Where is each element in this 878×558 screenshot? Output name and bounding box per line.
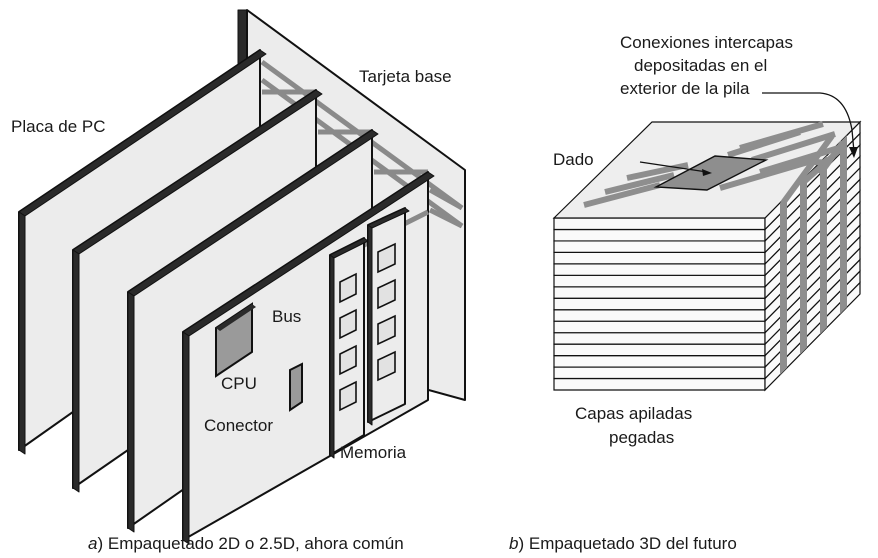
layer-front-face	[553, 332, 766, 345]
connector-chip	[289, 362, 303, 412]
layer-front-face	[553, 263, 766, 276]
top-wire	[739, 121, 824, 151]
layer-front-face	[553, 251, 766, 265]
top-wire	[604, 172, 675, 195]
label-dado: Dado	[553, 150, 594, 169]
layer-front-face	[553, 377, 766, 391]
label-capas-1: Capas apiladas	[575, 404, 692, 423]
layer-front-face	[553, 309, 766, 322]
label-capas-2: pegadas	[609, 428, 674, 447]
layer-front-face	[553, 320, 766, 334]
top-wire	[719, 157, 816, 191]
label-cpu: CPU	[221, 374, 257, 393]
top-wire	[751, 131, 836, 163]
leader-dado-arrowhead	[702, 169, 712, 176]
caption-a-text: ) Empaquetado 2D o 2.5D, ahora común	[97, 534, 403, 553]
leader-conexiones	[762, 92, 855, 153]
memory-module-2	[367, 207, 410, 426]
memory-module-1	[329, 237, 369, 459]
caption-b: b) Empaquetado 3D del futuro	[509, 534, 737, 553]
pc-card-4	[182, 171, 435, 545]
interlayer-connection-strip	[840, 135, 847, 315]
label-bus: Bus	[272, 307, 301, 326]
label-conexiones-3: exterior de la pila	[620, 79, 750, 98]
layer-front-face	[553, 228, 766, 242]
top-wire-to-strip	[780, 134, 835, 205]
label-memoria: Memoria	[340, 443, 407, 462]
label-placa-pc: Placa de PC	[11, 117, 106, 136]
diagram-2d-packaging: Placa de PC Tarjeta base Bus CPU Conecto…	[11, 9, 466, 553]
caption-b-letter: b	[509, 534, 518, 553]
cpu-chip	[215, 302, 256, 378]
caption-b-text: ) Empaquetado 3D del futuro	[518, 534, 736, 553]
leader-lines	[639, 92, 858, 176]
top-wire-to-strip	[817, 140, 846, 176]
interlayer-connection-strip	[800, 175, 807, 355]
layer-front-face	[553, 297, 766, 311]
layer-front-face	[553, 286, 766, 299]
top-wire	[759, 143, 846, 175]
leader-conexiones-arrowhead	[849, 147, 858, 158]
leader-dado	[639, 161, 708, 173]
interlayer-connection-strip	[780, 195, 787, 375]
layer-front-face	[553, 274, 766, 288]
label-tarjeta-base: Tarjeta base	[359, 67, 452, 86]
interlayer-connection-strip	[820, 155, 827, 335]
label-conexiones-2: depositadas en el	[634, 56, 767, 75]
caption-a-letter: a	[88, 534, 97, 553]
layer-front-face	[553, 217, 766, 231]
layer-front-face	[553, 240, 766, 253]
caption-a: a) Empaquetado 2D o 2.5D, ahora común	[88, 534, 404, 553]
layer-front-face	[553, 355, 766, 368]
layer-front-face	[553, 343, 766, 357]
label-conexiones-1: Conexiones intercapas	[620, 33, 793, 52]
layer-front-face	[553, 366, 766, 380]
label-conector: Conector	[204, 416, 273, 435]
top-wire	[583, 182, 661, 208]
layer-stack	[552, 120, 862, 392]
diagram-3d-packaging: Conexiones intercapas depositadas en el …	[509, 33, 862, 553]
